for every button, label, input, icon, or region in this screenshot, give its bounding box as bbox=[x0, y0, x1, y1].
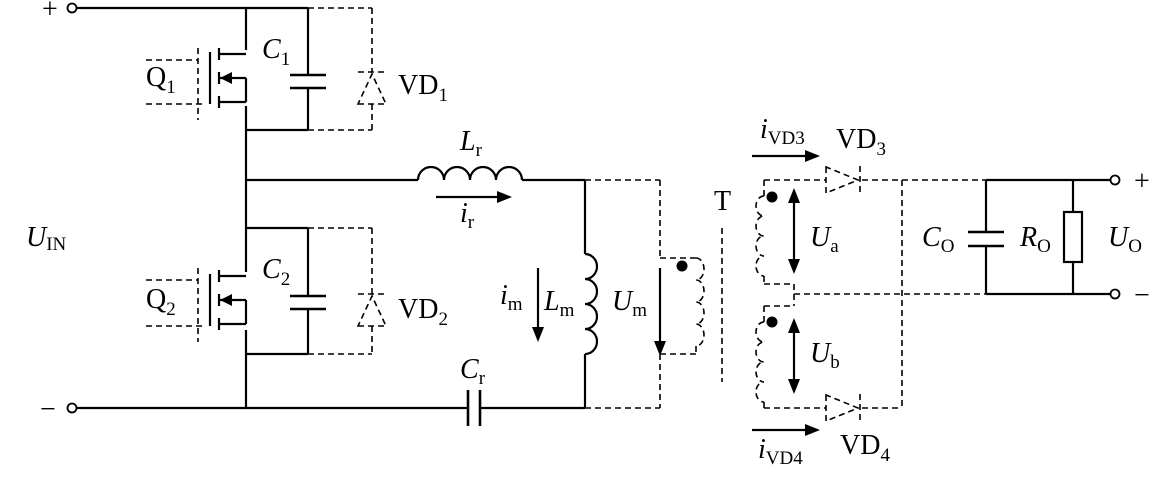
vd1-label: VD1 bbox=[398, 70, 448, 106]
transformer-label: T bbox=[714, 186, 731, 217]
transformer-primary-winding bbox=[585, 179, 705, 409]
input-plus-terminal bbox=[66, 2, 78, 14]
vd2-label: VD2 bbox=[398, 294, 448, 330]
vd3-diode bbox=[825, 165, 861, 195]
ivd4-current-arrow bbox=[752, 424, 820, 436]
ivd4-label: iVD4 bbox=[758, 434, 803, 469]
transformer-secondary-a bbox=[755, 179, 826, 306]
im-label: im bbox=[500, 280, 523, 315]
co-label: CO bbox=[922, 222, 954, 257]
c2-label: C2 bbox=[262, 254, 290, 290]
um-label: Um bbox=[612, 286, 647, 321]
primary-dot bbox=[676, 260, 688, 272]
input-minus-sign: − bbox=[40, 394, 56, 425]
um-voltage-arrow bbox=[654, 268, 666, 356]
c1-label: C1 bbox=[262, 34, 290, 70]
output-plus-terminal bbox=[1109, 174, 1121, 186]
input-minus-terminal bbox=[66, 402, 78, 414]
q1-mosfet bbox=[146, 48, 248, 120]
ivd3-label: iVD3 bbox=[760, 114, 805, 149]
uin-label: UIN bbox=[26, 222, 67, 255]
ub-voltage-arrow bbox=[788, 318, 800, 394]
secondary-a-dot bbox=[766, 191, 778, 203]
ro-label: RO bbox=[1019, 222, 1051, 257]
ivd3-current-arrow bbox=[752, 150, 820, 162]
ua-label: Ua bbox=[810, 222, 839, 257]
c1-capacitor bbox=[290, 73, 326, 90]
ro-resistor bbox=[1062, 210, 1084, 264]
secondary-b-dot bbox=[766, 316, 778, 328]
ua-voltage-arrow bbox=[788, 188, 800, 274]
lr-inductor bbox=[416, 165, 524, 181]
q2-mosfet bbox=[146, 268, 248, 342]
lm-inductor bbox=[584, 252, 599, 356]
input-plus-sign: + bbox=[42, 0, 58, 25]
cr-label: Cr bbox=[460, 354, 486, 389]
q1-label: Q1 bbox=[146, 62, 176, 98]
ir-label: ir bbox=[460, 198, 475, 233]
output-minus-terminal bbox=[1109, 288, 1121, 300]
vd1-body-diode bbox=[308, 7, 388, 131]
ub-label: Ub bbox=[810, 338, 840, 373]
lm-label: Lm bbox=[543, 286, 575, 321]
output-plus-sign: + bbox=[1134, 166, 1150, 197]
co-capacitor bbox=[968, 230, 1004, 248]
vd4-diode bbox=[825, 393, 861, 423]
q2-label: Q2 bbox=[146, 284, 176, 320]
ir-current-arrow bbox=[436, 191, 512, 203]
cr-capacitor bbox=[466, 390, 482, 426]
im-current-arrow bbox=[532, 268, 544, 342]
lr-label: Lr bbox=[459, 126, 483, 161]
vd2-body-diode bbox=[308, 227, 388, 355]
transformer-secondary-b bbox=[755, 305, 826, 409]
vd3-label: VD3 bbox=[836, 124, 886, 160]
input-wiring bbox=[66, 2, 587, 414]
output-wiring bbox=[794, 174, 1121, 409]
uo-label: UO bbox=[1108, 222, 1142, 257]
output-minus-sign: − bbox=[1134, 280, 1150, 311]
c2-capacitor bbox=[290, 294, 326, 311]
vd4-label: VD4 bbox=[840, 430, 890, 466]
